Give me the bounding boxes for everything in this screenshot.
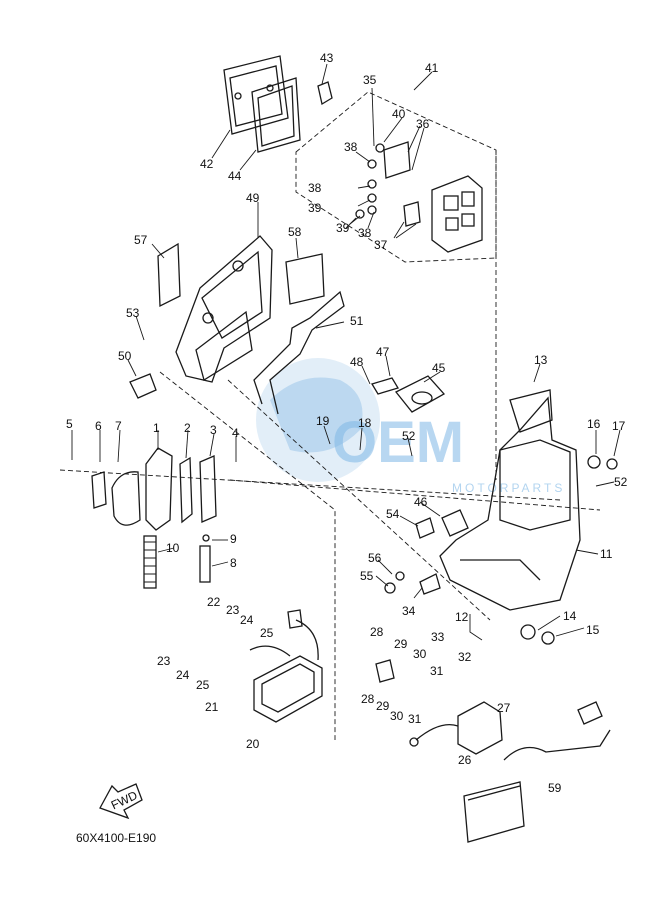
callout-label: 47 [376, 345, 390, 359]
callout-label: 16 [587, 417, 601, 431]
callout-label: 49 [246, 191, 260, 205]
callout-label: 15 [586, 623, 600, 637]
part-starter-relay-26 [409, 701, 503, 755]
callout-label: 25 [260, 626, 274, 640]
callout-label: 21 [205, 700, 219, 714]
callout-label: 25 [196, 678, 210, 692]
callout-label: 3 [210, 423, 217, 437]
part-bracket-49 [175, 235, 273, 383]
callout-label: 40 [392, 107, 406, 121]
part-battery-59 [463, 701, 611, 843]
watermark-brand: OEM [332, 410, 464, 475]
callout-label: 12 [455, 610, 469, 624]
callout-label: 46 [414, 495, 428, 509]
group-outline-35 [295, 91, 497, 263]
callout-label: 31 [408, 712, 422, 726]
callout-label: 57 [134, 233, 148, 247]
callout-label: 43 [320, 51, 334, 65]
part-rectifier-20 [249, 609, 323, 723]
part-cover-box [223, 55, 301, 153]
callout-label: 7 [115, 419, 122, 433]
callout-label: 10 [166, 541, 180, 555]
callout-label: 50 [118, 349, 132, 363]
callout-label: 19 [316, 414, 330, 428]
callout-label: 37 [374, 238, 388, 252]
callout-label: 14 [563, 609, 577, 623]
part-coils [91, 447, 217, 531]
callout-label: 38 [358, 226, 372, 240]
callout-label: 39 [336, 221, 350, 235]
leader-lines [71, 63, 621, 641]
callout-label: 30 [390, 709, 404, 723]
callout-label: 39 [308, 201, 322, 215]
callout-label: 22 [207, 595, 221, 609]
watermark: OEM MOTORPARTS [256, 358, 565, 495]
callout-label: 36 [416, 117, 430, 131]
callout-label: 45 [432, 361, 446, 375]
watermark-sub: MOTORPARTS [452, 481, 565, 495]
fwd-label: FWD [109, 788, 140, 812]
callout-label: 55 [360, 569, 374, 583]
callout-label: 28 [361, 692, 375, 706]
callout-label: 52 [614, 475, 628, 489]
callout-labels: 1 2 3 4 5 6 7 8 9 10 11 12 13 14 15 16 1… [66, 51, 628, 795]
callout-label: 59 [548, 781, 562, 795]
callout-label: 33 [431, 630, 445, 644]
callout-label: 29 [376, 699, 390, 713]
callout-label: 18 [358, 416, 372, 430]
callout-label: 24 [176, 668, 190, 682]
callout-label: 56 [368, 551, 382, 565]
callout-label: 23 [157, 654, 171, 668]
part-spring-10 [143, 535, 157, 589]
callout-label: 54 [386, 507, 400, 521]
part-code: 60X4100-E190 [76, 831, 156, 845]
callout-label: 4 [232, 426, 239, 440]
callout-label: 48 [350, 355, 364, 369]
callout-label: 53 [126, 306, 140, 320]
callout-label: 20 [246, 737, 260, 751]
callout-label: 2 [184, 421, 191, 435]
callout-label: 34 [402, 604, 416, 618]
callout-label: 23 [226, 603, 240, 617]
callout-label: 58 [288, 225, 302, 239]
callout-label: 31 [430, 664, 444, 678]
callout-label: 42 [200, 157, 214, 171]
callout-label: 6 [95, 419, 102, 433]
callout-label: 52 [402, 429, 416, 443]
callout-label: 27 [497, 701, 511, 715]
callout-label: 51 [350, 314, 364, 328]
callout-label: 41 [425, 61, 439, 75]
part-main-bracket-11 [439, 389, 581, 611]
callout-label: 1 [153, 421, 160, 435]
callout-label: 8 [230, 556, 237, 570]
callout-label: 24 [240, 613, 254, 627]
callout-label: 13 [534, 353, 548, 367]
callout-label: 30 [413, 647, 427, 661]
callout-label: 9 [230, 532, 237, 546]
callout-label: 28 [370, 625, 384, 639]
callout-label: 35 [363, 73, 377, 87]
callout-label: 32 [458, 650, 472, 664]
callout-label: 26 [458, 753, 472, 767]
callout-label: 38 [344, 140, 358, 154]
part-relay-box [355, 141, 483, 253]
callout-label: 11 [600, 547, 613, 561]
callout-label: 38 [308, 181, 322, 195]
fwd-arrow: FWD [99, 783, 143, 820]
callout-label: 17 [612, 419, 626, 433]
callout-label: 5 [66, 417, 73, 431]
callout-label: 44 [228, 169, 242, 183]
callout-label: 29 [394, 637, 408, 651]
